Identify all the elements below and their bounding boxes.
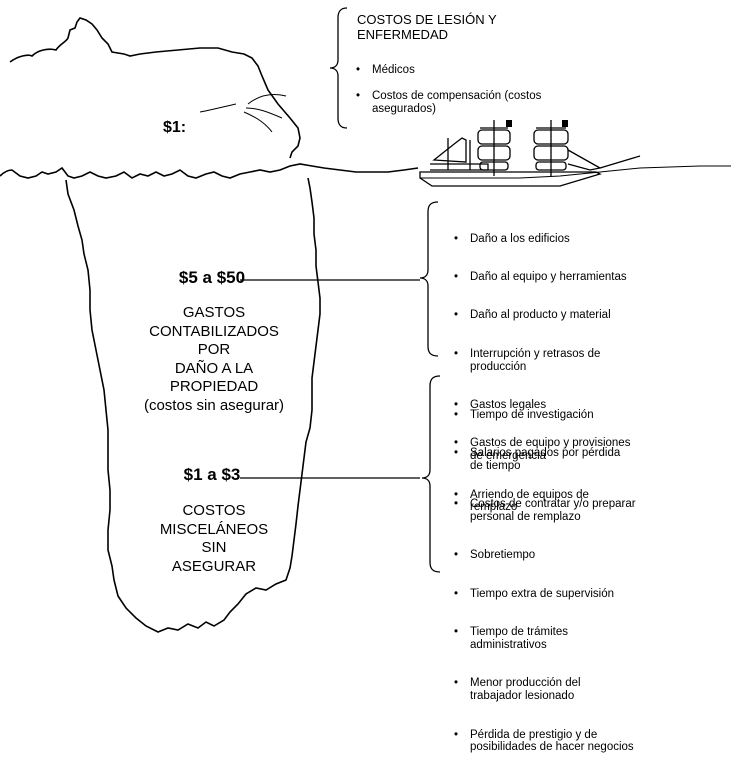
middle-amount: $5 a $50 <box>178 268 246 287</box>
top-items: Médicos Costos de compensación (costos a… <box>354 64 541 117</box>
ship-icon <box>419 120 641 187</box>
list-item: Daño al producto y material <box>452 309 630 322</box>
list-item: Pérdida de prestigio y de posibilidades … <box>452 729 636 755</box>
list-item: Menor producción del trabajador lesionad… <box>452 677 636 703</box>
list-item: Sobretiempo <box>452 549 636 562</box>
brace-bottom <box>421 375 441 573</box>
list-item: Costos de compensación (costos asegurado… <box>354 90 541 117</box>
list-item: Tiempo de trámites administrativos <box>452 626 636 652</box>
brace-middle <box>419 201 439 357</box>
middle-caption: GASTOS CONTABILIZADOS POR DAÑO A LA PROP… <box>143 304 285 414</box>
iceberg-diagram <box>0 7 731 633</box>
list-item: Interrupción y retrasos de producción <box>452 348 630 374</box>
waterline <box>0 163 419 179</box>
bottom-amount: $1 a $3 <box>183 465 241 484</box>
list-item: Daño al equipo y herramientas <box>452 271 630 284</box>
bottom-items: Tiempo de investigación Salarios pagados… <box>452 383 636 767</box>
list-item: Tiempo de investigación <box>452 409 636 422</box>
list-item: Médicos <box>354 64 541 78</box>
top-amount: $1: <box>163 119 187 136</box>
iceberg-body <box>65 177 321 633</box>
bottom-caption: COSTOS MISCELÁNEOS SIN ASEGURAR <box>159 502 269 575</box>
list-item: Costos de contratar y/o preparar persona… <box>452 498 636 524</box>
top-title: COSTOS DE LESIÓN Y ENFERMEDAD <box>357 12 497 42</box>
list-item: Tiempo extra de supervisión <box>452 588 636 601</box>
iceberg-tip <box>9 17 301 159</box>
list-item: Daño a los edificios <box>452 233 630 246</box>
brace-top <box>329 7 348 129</box>
list-item: Salarios pagados por pérdida de tiempo <box>452 447 636 473</box>
